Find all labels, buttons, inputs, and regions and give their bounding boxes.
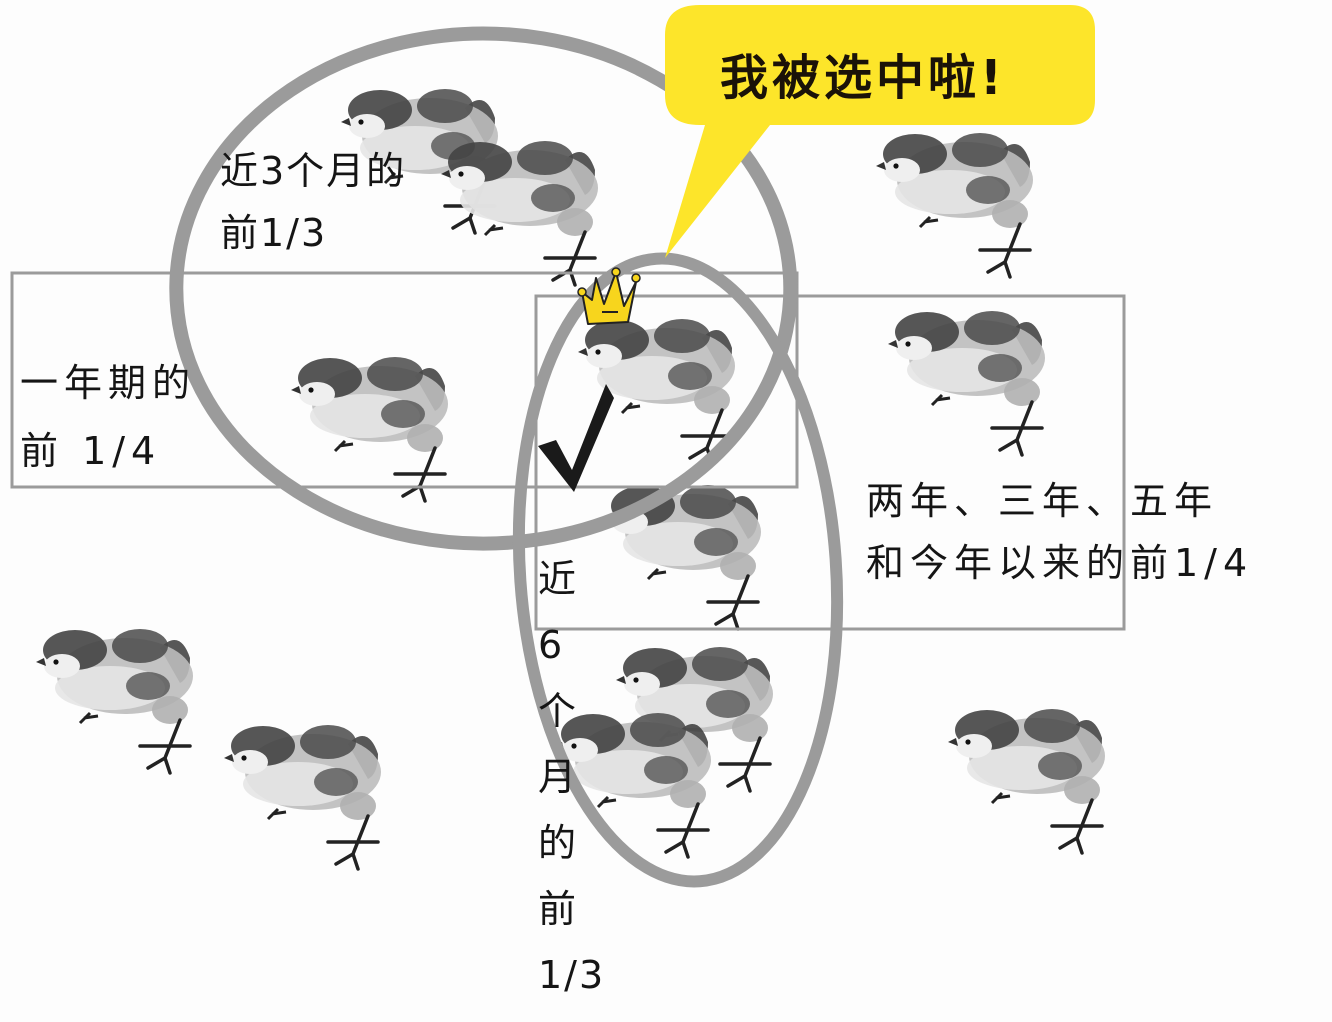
label-6-months-char: 近 (538, 557, 579, 601)
set-rect-multi-year (534, 294, 1126, 631)
label-multi-year-line-2: 和今年以来的前1/4 (866, 541, 1254, 585)
label-3-months-line-2: 前1/3 (220, 211, 328, 255)
label-6-months: 近 6 个 月 的 前 1/3 (538, 557, 606, 1022)
chick-7 (34, 627, 195, 775)
label-6-months-char: 个 (538, 689, 579, 733)
label-6-months-char: 前 (538, 887, 579, 931)
label-3-months-line-1: 近3个月的 (220, 149, 407, 193)
speech-bubble (665, 5, 1095, 258)
chick-11 (946, 707, 1107, 855)
label-1-year-line-1: 一年期的 (20, 361, 197, 405)
chick-3 (874, 131, 1035, 279)
set-circle-3-months (169, 26, 798, 551)
label-multi-year-line-1: 两年、三年、五年 (866, 479, 1219, 523)
label-6-months-char: 6 (538, 623, 565, 667)
chick-2 (439, 139, 600, 287)
speech-bubble-text: 我被选中啦! (720, 50, 1006, 106)
chick-8 (222, 723, 383, 871)
label-1-year-line-2: 前 1/4 (20, 429, 162, 473)
chick-5 (886, 309, 1047, 457)
crown-icon (577, 267, 641, 325)
label-6-months-char: 的 (538, 821, 579, 865)
set-ellipse-6-months (512, 252, 844, 888)
label-3-months: 近3个月的 前1/3 (220, 152, 406, 252)
label-6-months-char: 月 (538, 755, 579, 799)
label-6-months-char: 1/3 (538, 953, 606, 997)
label-1-year: 一年期的 前 1/4 (20, 364, 196, 470)
chick-selected (576, 317, 737, 465)
checkmark-icon (538, 384, 614, 492)
chick-4 (289, 355, 450, 503)
label-multi-year: 两年、三年、五年 和今年以来的前1/4 (866, 482, 1253, 582)
